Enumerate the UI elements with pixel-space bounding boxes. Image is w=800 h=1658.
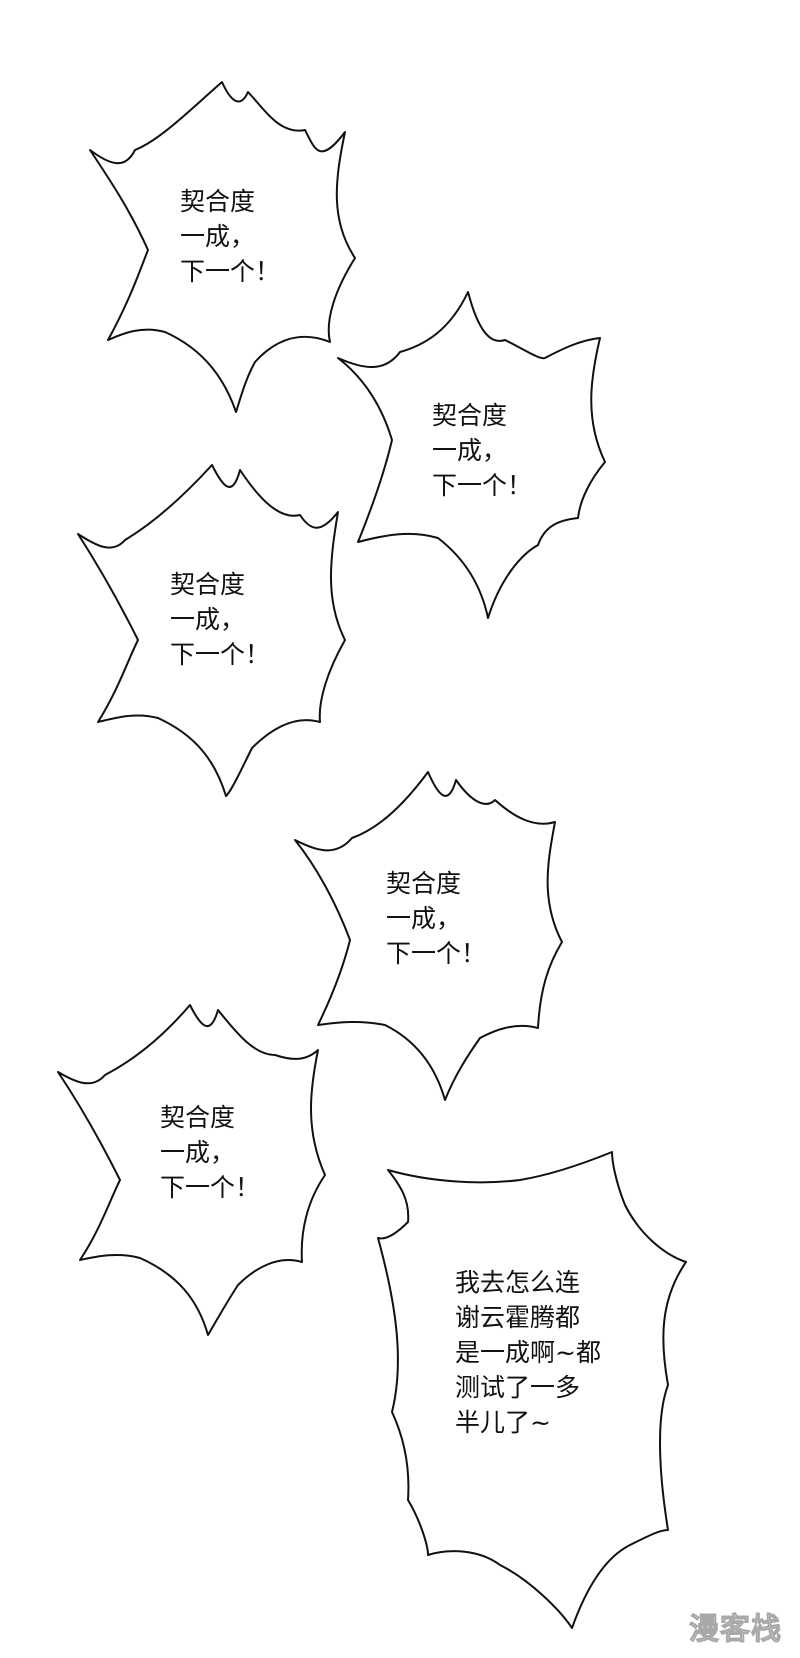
bubble-text-2: 契合度 一成， 下一个！ <box>432 401 533 500</box>
burst-bubble-4 <box>294 771 563 1101</box>
burst-bubble-1 <box>89 81 356 413</box>
bubble-text-6: 我去怎么连 谢云霍腾都 是一成啊~都 测试了一多 半儿了~ <box>455 1268 601 1437</box>
bubble-text-3: 契合度 一成， 下一个！ <box>170 570 271 669</box>
watermark-logo: 漫客栈 <box>689 1612 782 1648</box>
bubble-text-5: 契合度 一成， 下一个！ <box>160 1103 261 1202</box>
bubble-text-4: 契合度 一成， 下一个！ <box>386 869 487 968</box>
burst-bubble-5 <box>57 1004 326 1336</box>
burst-bubble-2 <box>337 291 606 619</box>
bubble-text-1: 契合度 一成， 下一个！ <box>180 187 281 286</box>
burst-bubble-3 <box>77 464 346 797</box>
burst-bubble-6 <box>377 1151 687 1629</box>
